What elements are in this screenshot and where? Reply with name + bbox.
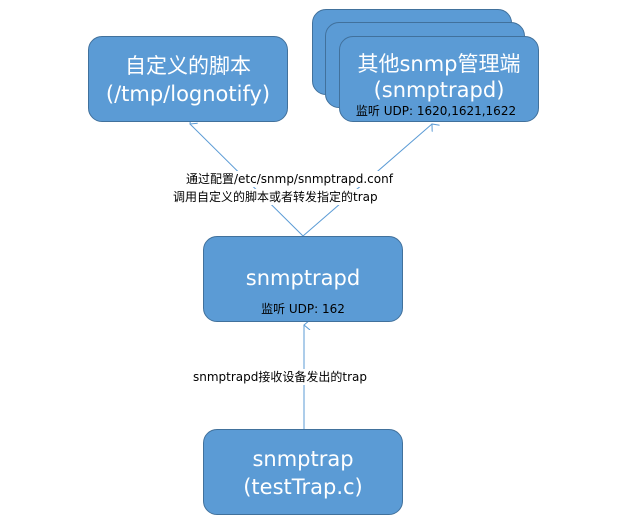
node-other-snmp: 其他snmp管理端 (snmptrapd) 监听 UDP: 1620,1621,… <box>339 36 539 122</box>
edge-upper-label-line1: 通过配置/etc/snmp/snmptrapd.conf <box>186 171 393 187</box>
node-custom-script-title: 自定义的脚本 <box>125 54 251 78</box>
node-snmptrapd-listen: 监听 UDP: 162 <box>261 302 345 316</box>
node-other-snmp-subtitle: (snmptrapd) <box>373 78 505 102</box>
node-custom-script-subtitle: (/tmp/lognotify) <box>105 82 271 106</box>
node-snmptrapd: snmptrapd 监听 UDP: 162 <box>203 236 403 322</box>
node-snmptrap-subtitle: (testTrap.c) <box>243 475 363 499</box>
edge-upper-label-line2: 调用自定义的脚本或者转发指定的trap <box>173 189 378 205</box>
node-snmptrapd-title: snmptrapd <box>245 266 361 290</box>
node-other-snmp-title: 其他snmp管理端 <box>357 52 521 76</box>
node-snmptrap-title: snmptrap <box>252 447 354 471</box>
node-other-snmp-listen: 监听 UDP: 1620,1621,1622 <box>355 104 517 118</box>
node-snmptrap: snmptrap (testTrap.c) <box>203 429 403 515</box>
node-custom-script: 自定义的脚本 (/tmp/lognotify) <box>88 36 288 122</box>
edge-lower-label: snmptrapd接收设备发出的trap <box>193 369 368 385</box>
